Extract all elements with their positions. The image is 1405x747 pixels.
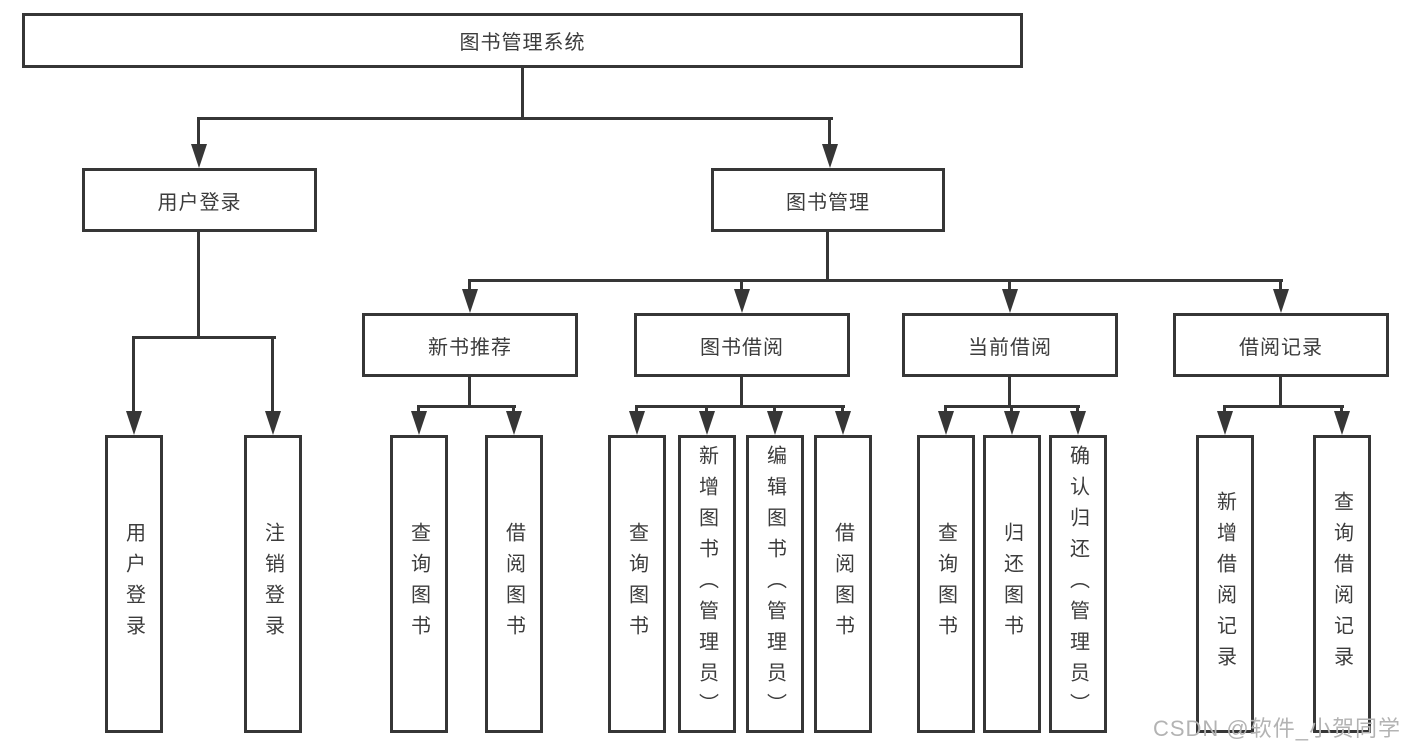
leaf-label: 查询图书: [407, 522, 430, 646]
connector-drop-new-book: [468, 279, 471, 292]
arrow-down-icon: [191, 144, 207, 168]
arrow-down-icon: [1070, 411, 1086, 435]
connector-drop-borrow: [740, 279, 743, 292]
arrow-down-icon: [1273, 289, 1289, 313]
connector-user-stem: [197, 232, 200, 336]
connector-drop: [1076, 405, 1079, 415]
connector-records-bar: [1223, 405, 1344, 408]
node-user-login: 用户登录: [82, 168, 317, 232]
connector-drop: [512, 405, 515, 415]
leaf-query-books-1: 查询图书: [390, 435, 448, 733]
connector-level3-bar: [468, 279, 1283, 282]
arrow-down-icon: [411, 411, 427, 435]
connector-drop: [417, 405, 420, 415]
arrow-down-icon: [126, 411, 142, 435]
node-root-label: 图书管理系统: [459, 32, 586, 54]
connector-drop: [1340, 405, 1343, 415]
arrow-down-icon: [835, 411, 851, 435]
node-current-borrow: 当前借阅: [902, 313, 1118, 377]
connector-drop-logout-leaf: [271, 336, 274, 414]
leaf-label: 用户登录: [122, 522, 145, 646]
leaf-borrow-books-1: 借阅图书: [485, 435, 543, 733]
arrow-down-icon: [1334, 411, 1350, 435]
leaf-label: 借阅图书: [831, 522, 854, 646]
leaf-add-borrow-record: 新增借阅记录: [1196, 435, 1254, 733]
leaf-add-books-admin: 新增图书（管理员）: [678, 435, 736, 733]
node-new-book-recommend: 新书推荐: [362, 313, 578, 377]
leaf-label: 注销登录: [261, 522, 284, 646]
leaf-confirm-return-admin: 确认归还（管理员）: [1049, 435, 1107, 733]
connector-newbook-stem: [468, 376, 471, 408]
leaf-label: 查询图书: [625, 522, 648, 646]
arrow-down-icon: [734, 289, 750, 313]
connector-user-bar: [132, 336, 276, 339]
leaf-label: 归还图书: [1000, 522, 1023, 646]
node-book-mgmt: 图书管理: [711, 168, 945, 232]
node-label: 图书借阅: [700, 336, 784, 359]
node-label: 借阅记录: [1239, 336, 1323, 359]
connector-mgmt-stem: [826, 232, 829, 282]
connector-drop: [841, 405, 844, 415]
connector-drop: [944, 405, 947, 415]
connector-drop-login-leaf: [132, 336, 135, 414]
leaf-query-books-3: 查询图书: [917, 435, 975, 733]
connector-root-stem: [521, 68, 524, 119]
leaf-query-books-2: 查询图书: [608, 435, 666, 733]
leaf-logout: 注销登录: [244, 435, 302, 733]
connector-records-stem: [1279, 376, 1282, 408]
connector-drop: [635, 405, 638, 415]
leaf-label: 新增图书（管理员）: [695, 444, 718, 724]
leaf-label: 确认归还（管理员）: [1066, 444, 1089, 724]
arrow-down-icon: [938, 411, 954, 435]
connector-drop-records: [1279, 279, 1282, 292]
node-root: 图书管理系统: [22, 13, 1023, 68]
arrow-down-icon: [699, 411, 715, 435]
node-label: 当前借阅: [968, 336, 1052, 359]
arrow-down-icon: [629, 411, 645, 435]
leaf-label: 新增借阅记录: [1213, 491, 1236, 677]
leaf-edit-books-admin: 编辑图书（管理员）: [746, 435, 804, 733]
arrow-down-icon: [506, 411, 522, 435]
arrow-down-icon: [1002, 289, 1018, 313]
connector-drop: [705, 405, 708, 415]
connector-drop-user-login: [197, 117, 200, 147]
connector-newbook-bar: [417, 405, 516, 408]
arrow-down-icon: [1004, 411, 1020, 435]
node-label: 图书管理: [786, 191, 870, 214]
arrow-down-icon: [767, 411, 783, 435]
arrow-down-icon: [462, 289, 478, 313]
connector-drop: [1223, 405, 1226, 415]
arrow-down-icon: [265, 411, 281, 435]
node-book-borrow: 图书借阅: [634, 313, 850, 377]
arrow-down-icon: [822, 144, 838, 168]
node-borrow-records: 借阅记录: [1173, 313, 1389, 377]
leaf-label: 查询图书: [934, 522, 957, 646]
leaf-label: 编辑图书（管理员）: [763, 444, 786, 724]
leaf-return-books: 归还图书: [983, 435, 1041, 733]
connector-drop-book-mgmt: [828, 117, 831, 147]
leaf-user-login: 用户登录: [105, 435, 163, 733]
node-label: 新书推荐: [428, 336, 512, 359]
csdn-watermark: CSDN @软件_小贺同学: [1152, 716, 1401, 741]
leaf-label: 借阅图书: [502, 522, 525, 646]
leaf-borrow-books-2: 借阅图书: [814, 435, 872, 733]
node-label: 用户登录: [157, 191, 242, 214]
connector-drop: [1010, 405, 1013, 415]
connector-level1-bar: [197, 117, 833, 120]
leaf-label: 查询借阅记录: [1330, 491, 1353, 677]
connector-current-stem: [1008, 376, 1011, 408]
leaf-query-borrow-record: 查询借阅记录: [1313, 435, 1371, 733]
connector-drop: [773, 405, 776, 415]
arrow-down-icon: [1217, 411, 1233, 435]
connector-borrow-bar: [635, 405, 845, 408]
connector-drop-current: [1008, 279, 1011, 292]
connector-borrow-stem: [740, 376, 743, 408]
